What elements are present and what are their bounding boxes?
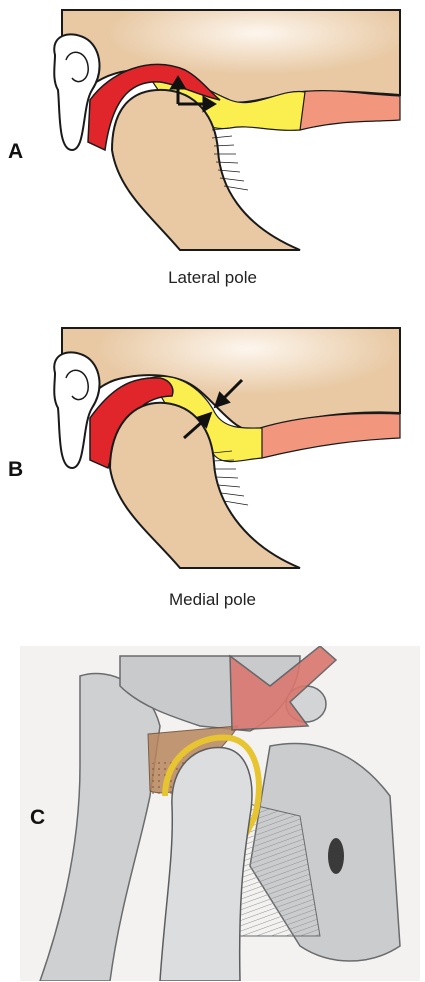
caption-lateral-pole: Lateral pole xyxy=(0,268,425,288)
caption-medial-pole: Medial pole xyxy=(0,590,425,610)
foramen xyxy=(328,838,344,874)
panel-a-illustration xyxy=(0,0,425,265)
posterior-band xyxy=(300,91,400,130)
condyle-sketch xyxy=(160,748,252,981)
panel-label-a: A xyxy=(8,140,23,164)
panel-label-c: C xyxy=(30,806,45,830)
panel-label-b: B xyxy=(8,458,23,482)
panel-b-illustration xyxy=(0,318,425,588)
panel-c-sketch xyxy=(0,646,425,981)
